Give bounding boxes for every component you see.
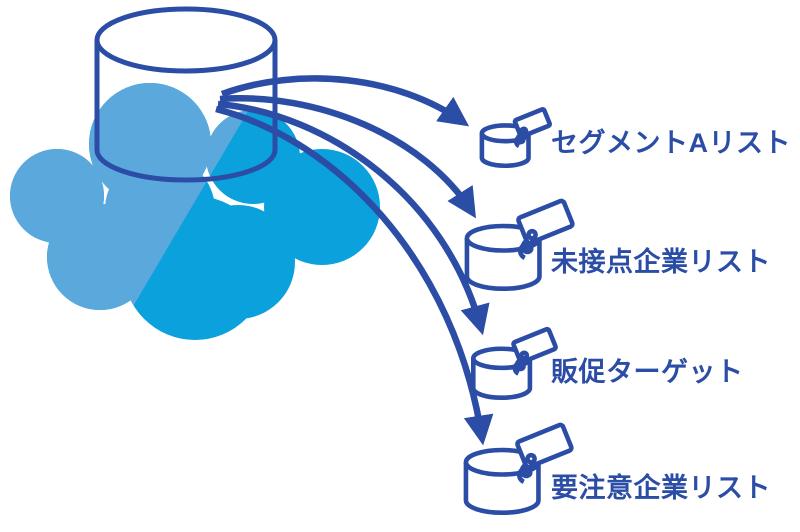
cloud-highlight-shape [10, 83, 320, 340]
tagged-database-icon-1 [480, 107, 552, 168]
flow-arrow-segment-a [220, 75, 470, 127]
list-label-segment-a: セグメントAリスト [551, 128, 791, 158]
tagged-database-icon-3 [471, 326, 559, 400]
list-label-promo-target: 販促ターゲット [551, 357, 744, 387]
list-label-watchlist: 要注意企業リスト [551, 473, 771, 503]
flow-arrow-uncontacted [219, 95, 476, 219]
database-cylinder-icon [94, 6, 278, 183]
flow-arrow-watchlist [215, 105, 494, 446]
list-label-uncontacted: 未接点企業リスト [551, 247, 771, 277]
flow-arrow-promo-target [217, 100, 490, 336]
flow-arrows [215, 75, 494, 446]
cloud-icon [10, 83, 380, 340]
